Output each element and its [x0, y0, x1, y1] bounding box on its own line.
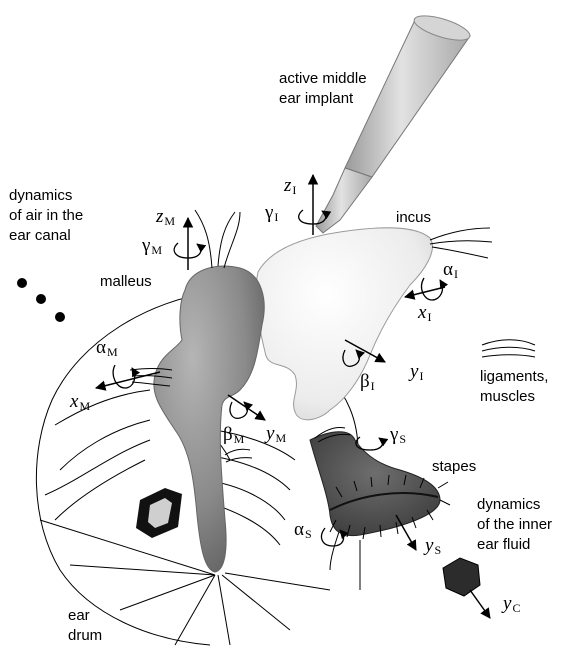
symbol-alpha-M: αM	[96, 338, 118, 362]
beta-M-rotation	[230, 402, 247, 418]
x-I-axis	[405, 287, 445, 297]
symbol-z-M: zM	[156, 207, 175, 231]
label-implant: active middle ear implant	[279, 69, 367, 109]
gamma-S-rotation	[356, 437, 383, 450]
symbol-gamma-I: γI	[265, 203, 278, 227]
incus-shape	[256, 228, 433, 420]
label-inner-fluid: dynamics of the inner ear fluid	[477, 495, 552, 555]
cochlea-block	[443, 558, 480, 596]
label-stapes: stapes	[432, 457, 476, 477]
stapes-shape	[310, 432, 440, 536]
label-ligaments: ligaments, muscles	[480, 367, 548, 407]
y-M-axis	[228, 395, 265, 420]
label-ear-drum: ear drum	[68, 606, 102, 646]
symbol-gamma-S: γS	[390, 425, 406, 449]
label-air-canal: dynamics of air in the ear canal	[9, 186, 83, 246]
label-malleus: malleus	[100, 272, 152, 292]
x-M-axis	[96, 372, 160, 388]
label-incus: incus	[396, 208, 431, 228]
symbol-z-I: zI	[284, 176, 296, 200]
symbol-beta-I: βI	[360, 372, 375, 396]
symbol-beta-M: βM	[223, 425, 244, 449]
y-C-axis	[470, 590, 490, 618]
symbol-x-I: xI	[418, 303, 431, 327]
symbol-y-I: yI	[410, 362, 423, 386]
alpha-S-rotation	[322, 528, 344, 546]
symbol-y-C: yC	[503, 594, 520, 618]
symbol-y-S: yS	[425, 536, 441, 560]
eardrum-block	[136, 488, 182, 538]
symbol-x-M: xM	[70, 392, 90, 416]
alpha-M-rotation	[113, 365, 134, 388]
symbol-y-M: yM	[266, 424, 286, 448]
implant-shape	[316, 11, 472, 233]
symbol-alpha-S: αS	[294, 520, 312, 544]
symbol-alpha-I: αI	[443, 260, 458, 284]
symbol-gamma-M: γM	[142, 236, 162, 260]
ellipsis-dots	[17, 278, 65, 322]
